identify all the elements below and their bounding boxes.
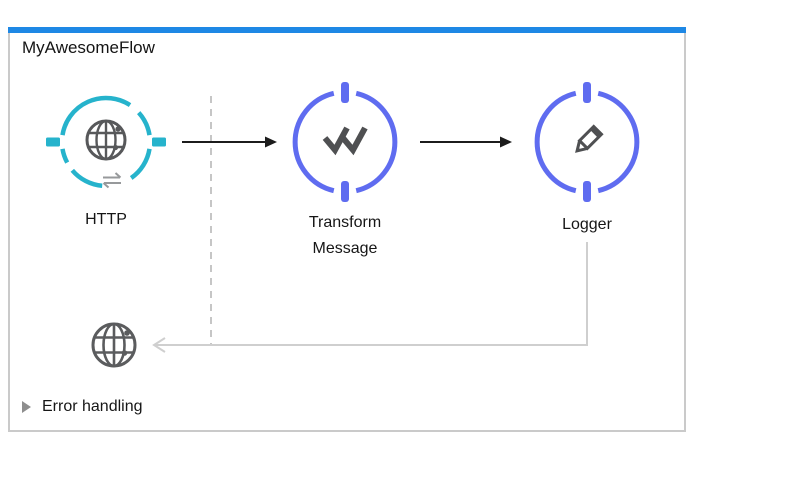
endpoint-tabs bbox=[46, 137, 166, 147]
node-ring bbox=[292, 90, 398, 194]
error-handling-label: Error handling bbox=[42, 398, 143, 415]
response-connector bbox=[152, 242, 588, 353]
node-http[interactable] bbox=[40, 80, 172, 204]
node-transform-message[interactable] bbox=[280, 77, 410, 207]
node-ring bbox=[534, 90, 640, 194]
exchange-arrows-icon bbox=[102, 172, 122, 189]
disclosure-triangle-icon bbox=[22, 401, 31, 413]
connector-arrow-http-transform bbox=[182, 136, 277, 148]
node-transform-message-label: Transform Message bbox=[308, 214, 382, 257]
globe-icon bbox=[85, 119, 127, 161]
error-handling-toggle[interactable]: Error handling bbox=[22, 395, 143, 419]
node-notches bbox=[341, 82, 349, 202]
node-http-label: HTTP bbox=[85, 211, 127, 228]
flow-container[interactable]: MyAwesomeFlow bbox=[8, 27, 686, 432]
node-ring bbox=[60, 95, 152, 189]
flow-title: MyAwesomeFlow bbox=[22, 38, 155, 57]
response-arrowhead-icon bbox=[152, 337, 166, 353]
dataweave-icon bbox=[322, 126, 368, 156]
connector-arrow-transform-logger bbox=[420, 136, 512, 148]
response-globe-icon bbox=[91, 322, 137, 368]
node-logger-label: Logger bbox=[562, 216, 612, 233]
node-logger[interactable] bbox=[522, 77, 652, 207]
pencil-icon bbox=[575, 124, 604, 153]
node-notches bbox=[583, 82, 591, 202]
flow-accent-bar bbox=[8, 27, 686, 33]
flow-connectors bbox=[152, 96, 588, 353]
